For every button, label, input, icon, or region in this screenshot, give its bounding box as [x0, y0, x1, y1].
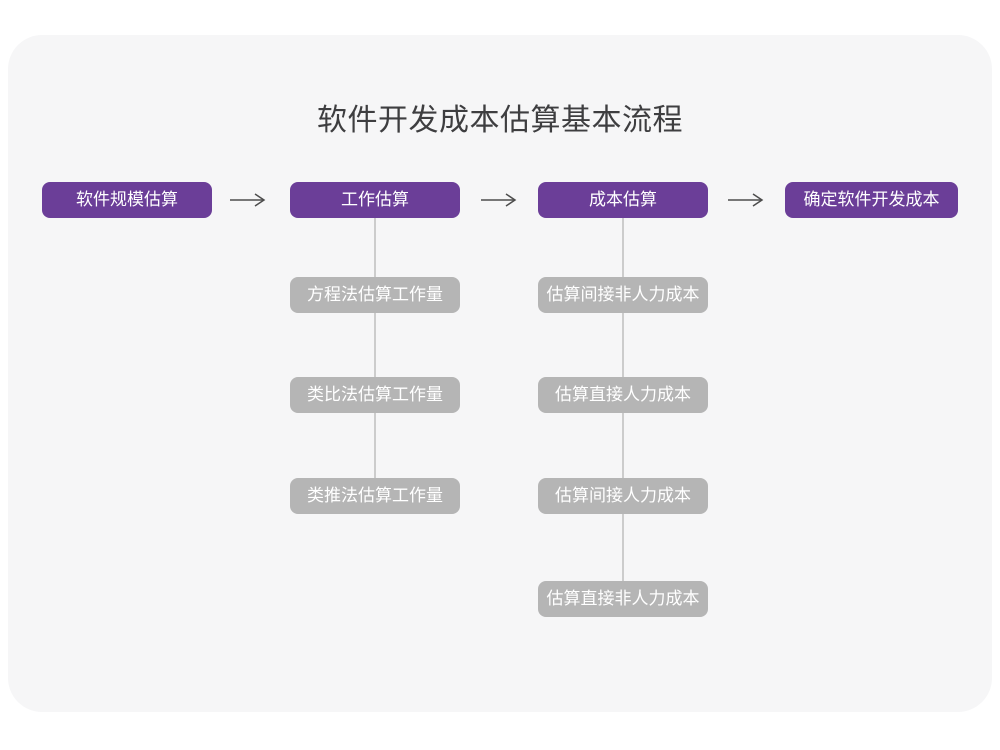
work-method-equation: 方程法估算工作量 [290, 277, 460, 313]
flow-step-software-scale-estimation: 软件规模估算 [42, 182, 212, 218]
diagram-title: 软件开发成本估算基本流程 [317, 104, 683, 137]
flow-step-determine-development-cost: 确定软件开发成本 [785, 182, 958, 218]
cost-item-indirect-labor: 估算间接人力成本 [538, 478, 708, 514]
work-branch-connector-line [374, 218, 376, 496]
cost-item-direct-labor: 估算直接人力成本 [538, 377, 708, 413]
cost-item-direct-non-labor: 估算直接非人力成本 [538, 581, 708, 617]
arrow-right-icon [728, 193, 764, 207]
flow-step-work-estimation: 工作估算 [290, 182, 460, 218]
arrow-right-icon [481, 193, 517, 207]
flow-step-cost-estimation: 成本估算 [538, 182, 708, 218]
cost-item-indirect-non-labor: 估算间接非人力成本 [538, 277, 708, 313]
work-method-analogy: 类比法估算工作量 [290, 377, 460, 413]
arrow-right-icon [230, 193, 266, 207]
work-method-extrapolation: 类推法估算工作量 [290, 478, 460, 514]
diagram-card [8, 35, 992, 712]
